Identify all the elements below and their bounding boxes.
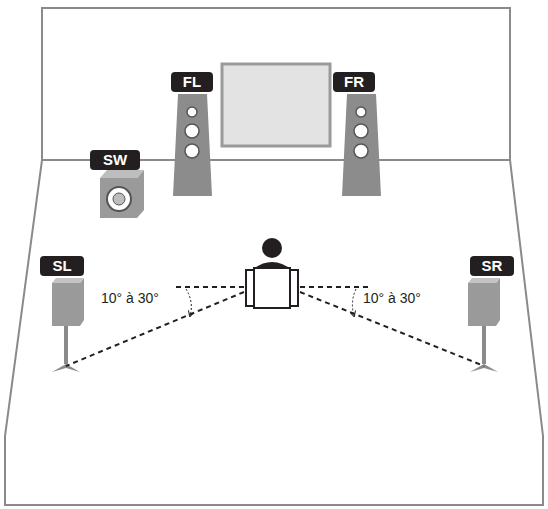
speaker-name: SW <box>96 151 134 169</box>
speaker-label: SL <box>40 256 84 276</box>
speaker-name: SL <box>46 257 78 275</box>
speaker-label: FL <box>171 72 213 92</box>
speaker-name: SR <box>476 257 508 275</box>
speaker-name: FR <box>339 73 369 91</box>
angle-label: 10° à 30° <box>362 290 422 306</box>
speaker-label: SR <box>470 256 514 276</box>
speaker-name: FL <box>177 73 207 91</box>
angle-label: 10° à 30° <box>100 290 160 306</box>
speaker-label: SW <box>90 150 140 170</box>
speaker-label: FR <box>333 72 375 92</box>
